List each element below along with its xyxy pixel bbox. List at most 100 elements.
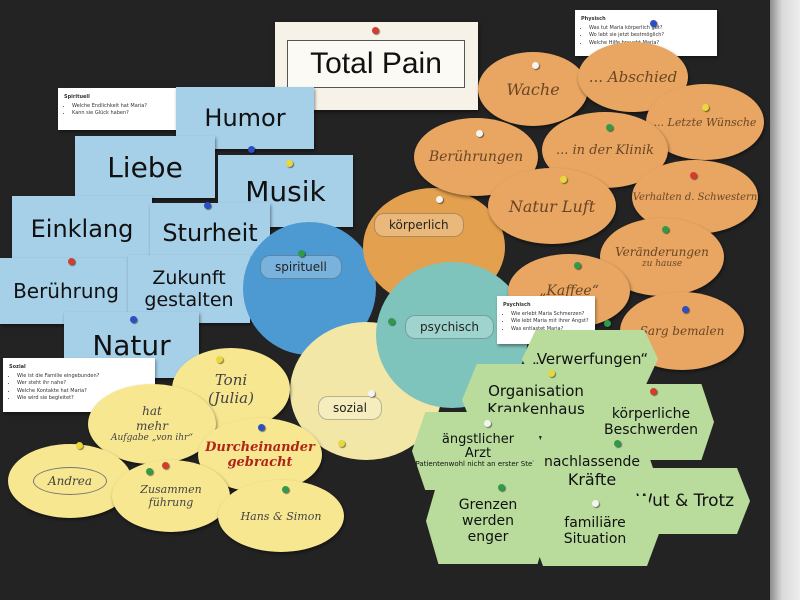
note-item: Wer steht ihr nahe?: [17, 380, 149, 388]
oval-text: zu hause: [641, 259, 683, 269]
oval-text: Hans & Simon: [240, 509, 322, 523]
oval-hans-simon: Hans & Simon: [218, 480, 344, 552]
pin-green-icon: [606, 124, 613, 131]
note-item: Wie lebt Maria mit ihrer Angst?: [511, 318, 589, 326]
card-text: Einklang: [30, 215, 134, 243]
pin-green-icon: [388, 318, 395, 325]
hex-text: körperliche: [611, 406, 691, 422]
hex-text: nachlassende: [543, 453, 641, 470]
oval-text: Verhalten d. Schwestern: [632, 191, 758, 203]
oval-text: Aufgabe „von ihr“: [111, 432, 193, 443]
pin-blue-icon: [130, 316, 137, 323]
oval-text: Berührungen: [428, 149, 524, 165]
note-item: Wie erlebt Maria Schmerzen?: [511, 311, 589, 319]
pin-white-icon: [592, 500, 599, 507]
oval-text: Veränderungen: [615, 245, 709, 259]
hex-text: Situation: [563, 531, 627, 547]
note-heading: Spirituell: [64, 94, 90, 100]
note-heading: Sozial: [9, 364, 26, 370]
oval-text: „Kaffee“: [539, 283, 599, 299]
oval-andrea: Andrea: [8, 444, 132, 518]
sozial-note: Sozial Wie ist die Familie eingebunden? …: [3, 358, 155, 412]
card-sturheit: Sturheit: [150, 203, 270, 263]
note-item: Was entlastet Maria?: [511, 326, 589, 334]
label-sozial: sozial: [318, 396, 382, 420]
note-item: Wie wird sie begleitet?: [17, 395, 149, 403]
card-text: Zukunft: [152, 267, 226, 289]
pin-green-icon: [574, 262, 581, 269]
pin-blue-icon: [258, 424, 265, 431]
card-text: Musik: [245, 174, 326, 208]
card-liebe: Liebe: [75, 136, 215, 198]
hex-text: familiäre: [564, 515, 626, 531]
pin-white-icon: [476, 130, 483, 137]
card-einklang: Einklang: [12, 196, 152, 262]
oval-hat-mehr: hat mehr Aufgabe „von ihr“: [88, 384, 216, 464]
note-item: Wie ist die Familie eingebunden?: [17, 373, 149, 381]
oval-text: Toni: [214, 371, 248, 389]
note-item: Welche Endlichkeit hat Maria?: [72, 103, 172, 111]
pin-green-icon: [604, 320, 611, 327]
hex-text: Grenzen: [458, 496, 518, 513]
oval-text: hat: [142, 404, 162, 419]
hex-text: Kräfte: [567, 469, 617, 489]
oval-natur-luft: Natur Luft: [488, 168, 616, 244]
note-item: Wo lebt sie jetzt bestmöglich?: [589, 32, 711, 40]
pin-red-icon: [372, 27, 379, 34]
pin-yellow-icon: [548, 370, 555, 377]
hex-text: enger: [467, 529, 509, 546]
pin-yellow-icon: [76, 442, 83, 449]
pin-green-icon: [498, 484, 505, 491]
pin-white-icon: [436, 196, 443, 203]
pin-green-icon: [282, 486, 289, 493]
note-heading: Psychisch: [503, 302, 531, 308]
pin-red-icon: [68, 258, 75, 265]
pin-yellow-icon: [702, 104, 709, 111]
note-item: Was tut Maria körperlich gut?: [589, 25, 711, 33]
hex-aengstlicher-arzt: ängstlicher Arzt (Patientenwohl nicht an…: [412, 412, 544, 490]
note-heading: Physisch: [581, 16, 606, 22]
pin-green-icon: [614, 440, 621, 447]
pinboard: Total Pain Spirituell Welche Endlichkeit…: [0, 0, 770, 600]
label-spirituell: spirituell: [260, 255, 342, 279]
pin-blue-icon: [682, 306, 689, 313]
pin-white-icon: [532, 62, 539, 69]
wall: [770, 0, 800, 600]
pin-blue-icon: [204, 202, 211, 209]
oval-text: Zusammen: [140, 483, 202, 496]
pin-yellow-icon: [286, 160, 293, 167]
pin-white-icon: [484, 420, 491, 427]
pin-yellow-icon: [338, 440, 345, 447]
card-text: Humor: [204, 104, 286, 132]
hex-familiaere-situation: familiäre Situation: [530, 496, 660, 566]
page-title: Total Pain: [287, 40, 465, 88]
oval-text: Andrea: [32, 467, 108, 495]
hex-grenzen: Grenzen werden enger: [426, 478, 550, 564]
oval-text: Sarg bemalen: [639, 324, 725, 338]
card-text: gestalten: [144, 289, 234, 311]
hex-text: Arzt: [464, 446, 492, 462]
oval-text: ... Letzte Wünsche: [653, 115, 757, 129]
note-item: Welche Kontakte hat Maria?: [17, 388, 149, 396]
hex-text: (Patientenwohl nicht an erster Stelle): [412, 460, 544, 469]
pin-red-icon: [690, 172, 697, 179]
oval-zusammenfuehrung: Zusammen führung: [112, 460, 230, 532]
oval-text: (Julia): [208, 389, 254, 407]
card-text: Liebe: [107, 150, 183, 184]
card-text: Berührung: [13, 279, 119, 303]
pin-red-icon: [162, 462, 169, 469]
label-koerperlich: körperlich: [374, 213, 464, 237]
note-item: Kann sie Glück haben?: [72, 110, 172, 118]
hex-text: werden: [462, 512, 514, 529]
hex-text: ängstlicher: [441, 431, 515, 447]
pin-yellow-icon: [560, 176, 567, 183]
oval-abschied: ... Abschied: [578, 42, 688, 112]
oval-text: ... Abschied: [588, 68, 678, 86]
hex-text: Wut & Trotz: [635, 491, 735, 511]
pin-blue-icon: [248, 146, 255, 153]
label-psychisch: psychisch: [405, 315, 494, 339]
card-zukunft: Zukunft gestalten: [128, 255, 250, 323]
oval-text: führung: [148, 496, 194, 509]
pin-white-icon: [368, 390, 375, 397]
hex-koerperliche-beschwerden: körperliche Beschwerden: [588, 384, 714, 460]
